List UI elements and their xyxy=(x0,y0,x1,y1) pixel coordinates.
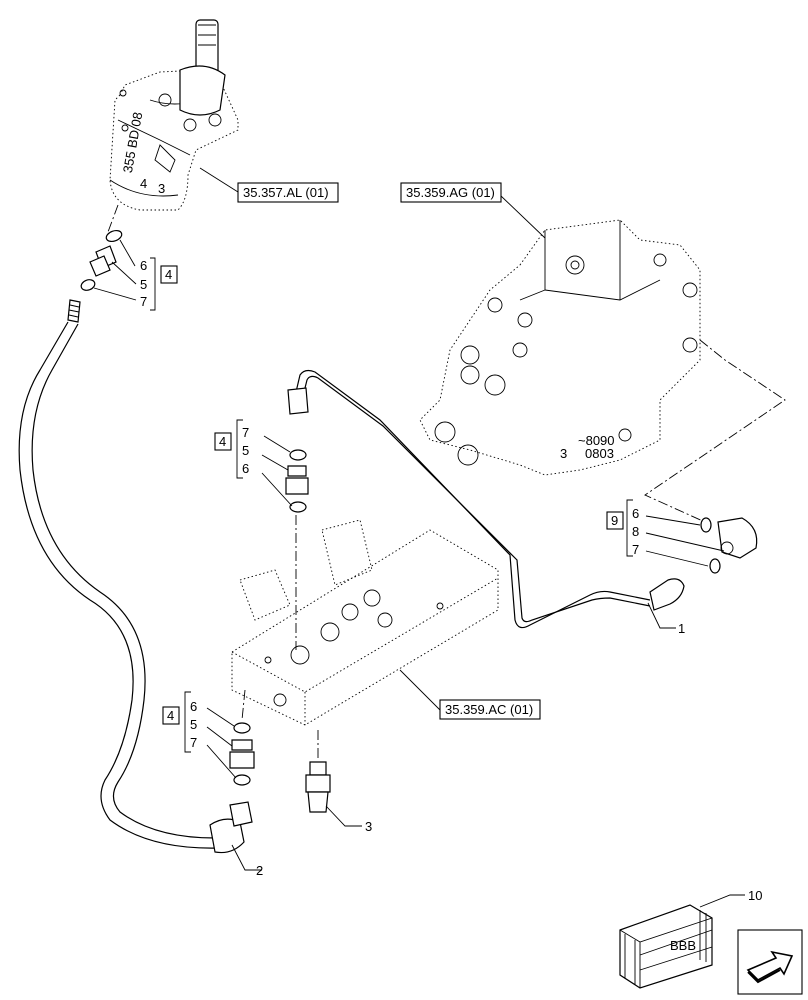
svg-text:~8090: ~8090 xyxy=(578,433,615,448)
svg-text:7: 7 xyxy=(140,294,147,309)
kit-right-fittings xyxy=(645,515,758,574)
svg-text:7: 7 xyxy=(190,735,197,750)
svg-text:7: 7 xyxy=(242,425,249,440)
svg-text:1: 1 xyxy=(678,621,685,636)
callout-sensor: 3 xyxy=(325,805,372,834)
svg-text:7: 7 xyxy=(632,542,639,557)
hose xyxy=(18,299,253,854)
svg-text:6: 6 xyxy=(242,461,249,476)
joystick-valve: 355 BD 08 4 3 xyxy=(109,19,239,211)
svg-text:5: 5 xyxy=(242,443,249,458)
svg-text:5: 5 xyxy=(140,277,147,292)
svg-text:355 BD 08: 355 BD 08 xyxy=(120,111,145,174)
reference-joystick[interactable]: 35.357.AL (01) xyxy=(199,167,339,203)
svg-text:4: 4 xyxy=(165,267,172,282)
svg-text:9: 9 xyxy=(611,513,618,528)
svg-text:35.359.AC (01): 35.359.AC (01) xyxy=(445,702,533,717)
kit-middle-fittings xyxy=(261,435,309,513)
svg-text:4: 4 xyxy=(167,708,174,723)
callout-hose: 2 xyxy=(231,844,263,878)
svg-text:4: 4 xyxy=(219,434,226,449)
svg-text:10: 10 xyxy=(748,888,762,903)
reference-manifold[interactable]: 35.359.AC (01) xyxy=(399,669,541,720)
svg-text:2: 2 xyxy=(256,863,263,878)
kit-top-callout: 6 5 7 4 xyxy=(140,257,178,311)
control-valve: ~8090 0803 3 xyxy=(419,219,701,476)
navigation-arrow-icon[interactable] xyxy=(737,929,803,995)
svg-text:0803: 0803 xyxy=(585,446,614,461)
kit-top-fittings xyxy=(80,229,137,301)
svg-text:8: 8 xyxy=(632,524,639,539)
kit-bottom-fittings xyxy=(206,707,255,786)
svg-text:BBB: BBB xyxy=(670,938,696,953)
svg-text:6: 6 xyxy=(140,258,147,273)
crate-icon: BBB xyxy=(619,904,713,989)
svg-text:4: 4 xyxy=(140,176,147,191)
svg-text:6: 6 xyxy=(190,699,197,714)
kit-right-callout: 9 6 8 7 xyxy=(606,499,639,557)
sensor xyxy=(305,761,331,813)
svg-text:5: 5 xyxy=(190,717,197,732)
svg-text:35.359.AG (01): 35.359.AG (01) xyxy=(406,185,495,200)
tube xyxy=(287,369,685,629)
kit-bottom-callout: 4 6 5 7 xyxy=(162,691,197,753)
svg-text:35.357.AL (01): 35.357.AL (01) xyxy=(243,185,329,200)
manifold-block xyxy=(231,519,499,726)
callout-crate: 10 xyxy=(699,888,762,908)
reference-control-valve[interactable]: 35.359.AG (01) xyxy=(400,182,546,239)
svg-text:3: 3 xyxy=(365,819,372,834)
kit-middle-callout: 4 7 5 6 xyxy=(214,419,249,479)
callout-tube: 1 xyxy=(647,602,685,636)
svg-text:3: 3 xyxy=(158,181,165,196)
svg-text:3: 3 xyxy=(560,446,567,461)
svg-text:6: 6 xyxy=(632,506,639,521)
